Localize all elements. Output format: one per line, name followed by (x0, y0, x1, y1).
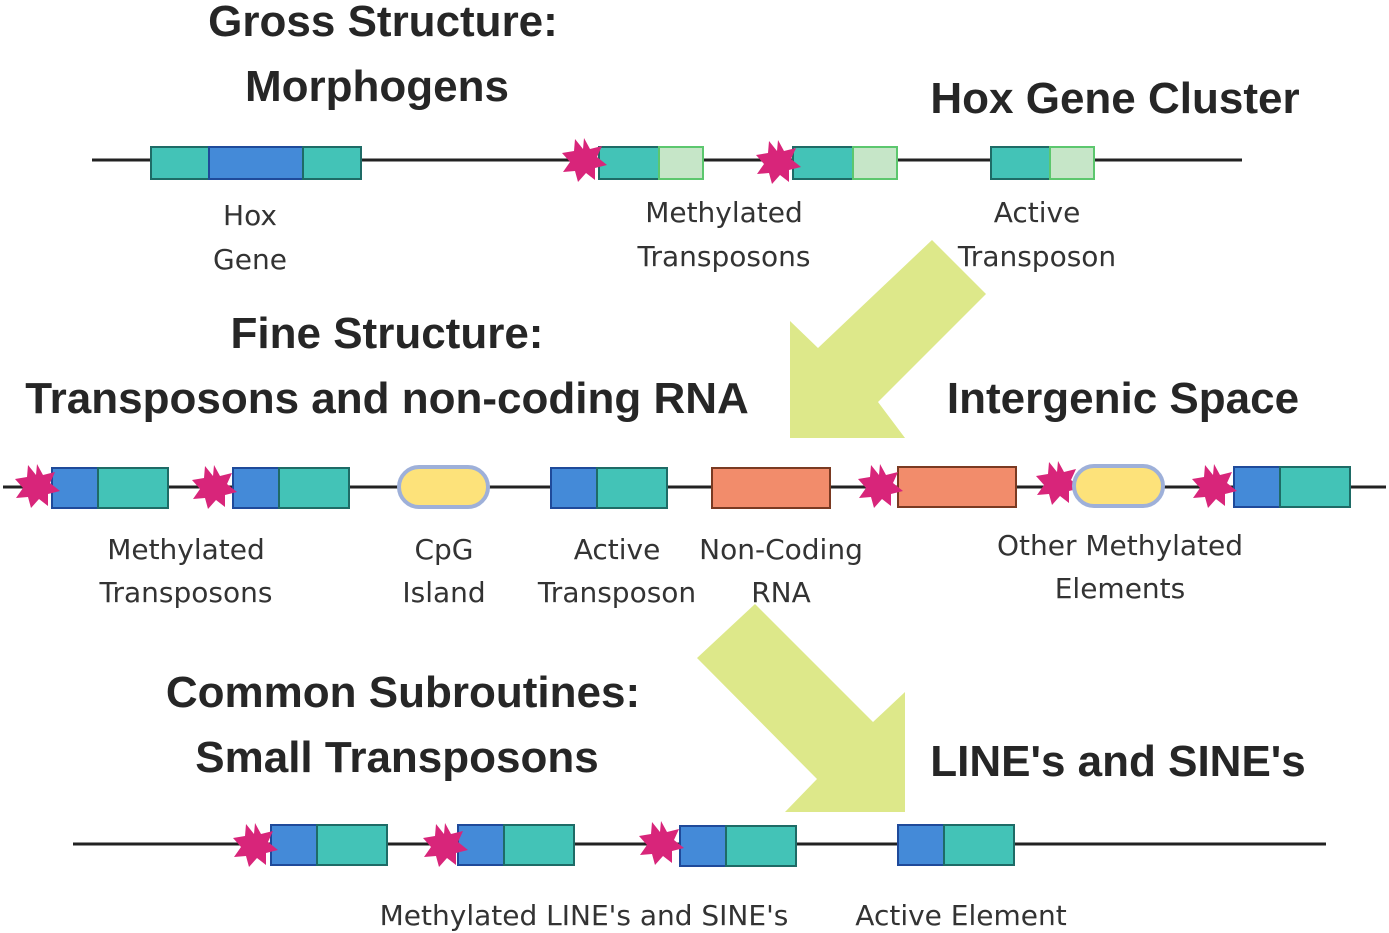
label-other-1: Other Methylated (997, 529, 1243, 562)
methylated-line-sine (233, 823, 388, 867)
active-transposon (990, 146, 1095, 180)
label-methylated-1: Methylated (645, 196, 803, 229)
methylated-transposon (15, 464, 169, 509)
common-subroutines-section: Common Subroutines: Small Transposons LI… (73, 668, 1326, 932)
label-methylated-2: Transposons (637, 240, 811, 273)
methylated-non-coding-rna (858, 464, 1017, 508)
label-active-element: Active Element (855, 899, 1066, 932)
fine-structure-section: Fine Structure: Transposons and non-codi… (3, 309, 1386, 609)
methylated-transposon (1192, 464, 1351, 508)
common-title-line1: Common Subroutines: (166, 668, 640, 717)
label-hox-gene-1: Hox (223, 199, 277, 232)
methylated-transposon (756, 140, 898, 184)
non-coding-rna (711, 467, 831, 509)
active-element (897, 824, 1015, 866)
label-hox-gene-2: Gene (213, 243, 287, 276)
methylation-star-icon (1192, 464, 1237, 508)
hox-cluster-title: Hox Gene Cluster (930, 74, 1299, 123)
label-methylated-lines-sines: Methylated LINE's and SINE's (380, 899, 789, 932)
label-cpg-2: Island (402, 576, 485, 609)
label-methylated-2: Transposons (99, 576, 273, 609)
label-methylated-1: Methylated (107, 533, 265, 566)
label-ncrna-2: RNA (751, 576, 811, 609)
common-title-line2: Small Transposons (195, 733, 598, 782)
active-transposon (550, 467, 668, 509)
methylated-line-sine (639, 821, 797, 867)
methylated-pill-element (1036, 461, 1165, 508)
methylated-transposon (192, 465, 350, 509)
methylation-star-icon (192, 465, 237, 509)
label-active-1: Active (994, 196, 1081, 229)
label-active-1: Active (574, 533, 661, 566)
label-active-2: Transposon (957, 240, 1116, 273)
label-active-2: Transposon (537, 576, 696, 609)
lines-sines-title: LINE's and SINE's (930, 737, 1305, 786)
label-other-2: Elements (1055, 572, 1186, 605)
cpg-island (397, 465, 490, 509)
hox-gene (150, 146, 362, 180)
gross-title-line1: Gross Structure: (208, 0, 558, 46)
label-cpg-1: CpG (414, 533, 473, 566)
fine-title-line1: Fine Structure: (231, 309, 544, 358)
methylated-line-sine (423, 823, 575, 867)
methylation-star-icon (858, 464, 903, 508)
label-ncrna-1: Non-Coding (699, 533, 863, 566)
fine-title-line2: Transposons and non-coding RNA (25, 374, 749, 423)
methylation-star-icon (639, 821, 684, 865)
methylated-transposon (562, 138, 704, 182)
gross-structure-section: Gross Structure: Morphogens Hox Gene Clu… (92, 0, 1300, 276)
intergenic-title: Intergenic Space (947, 374, 1299, 423)
arrow-down-left-icon (790, 240, 986, 438)
gross-title-line2: Morphogens (245, 62, 509, 111)
arrow-down-right-icon (697, 604, 905, 812)
